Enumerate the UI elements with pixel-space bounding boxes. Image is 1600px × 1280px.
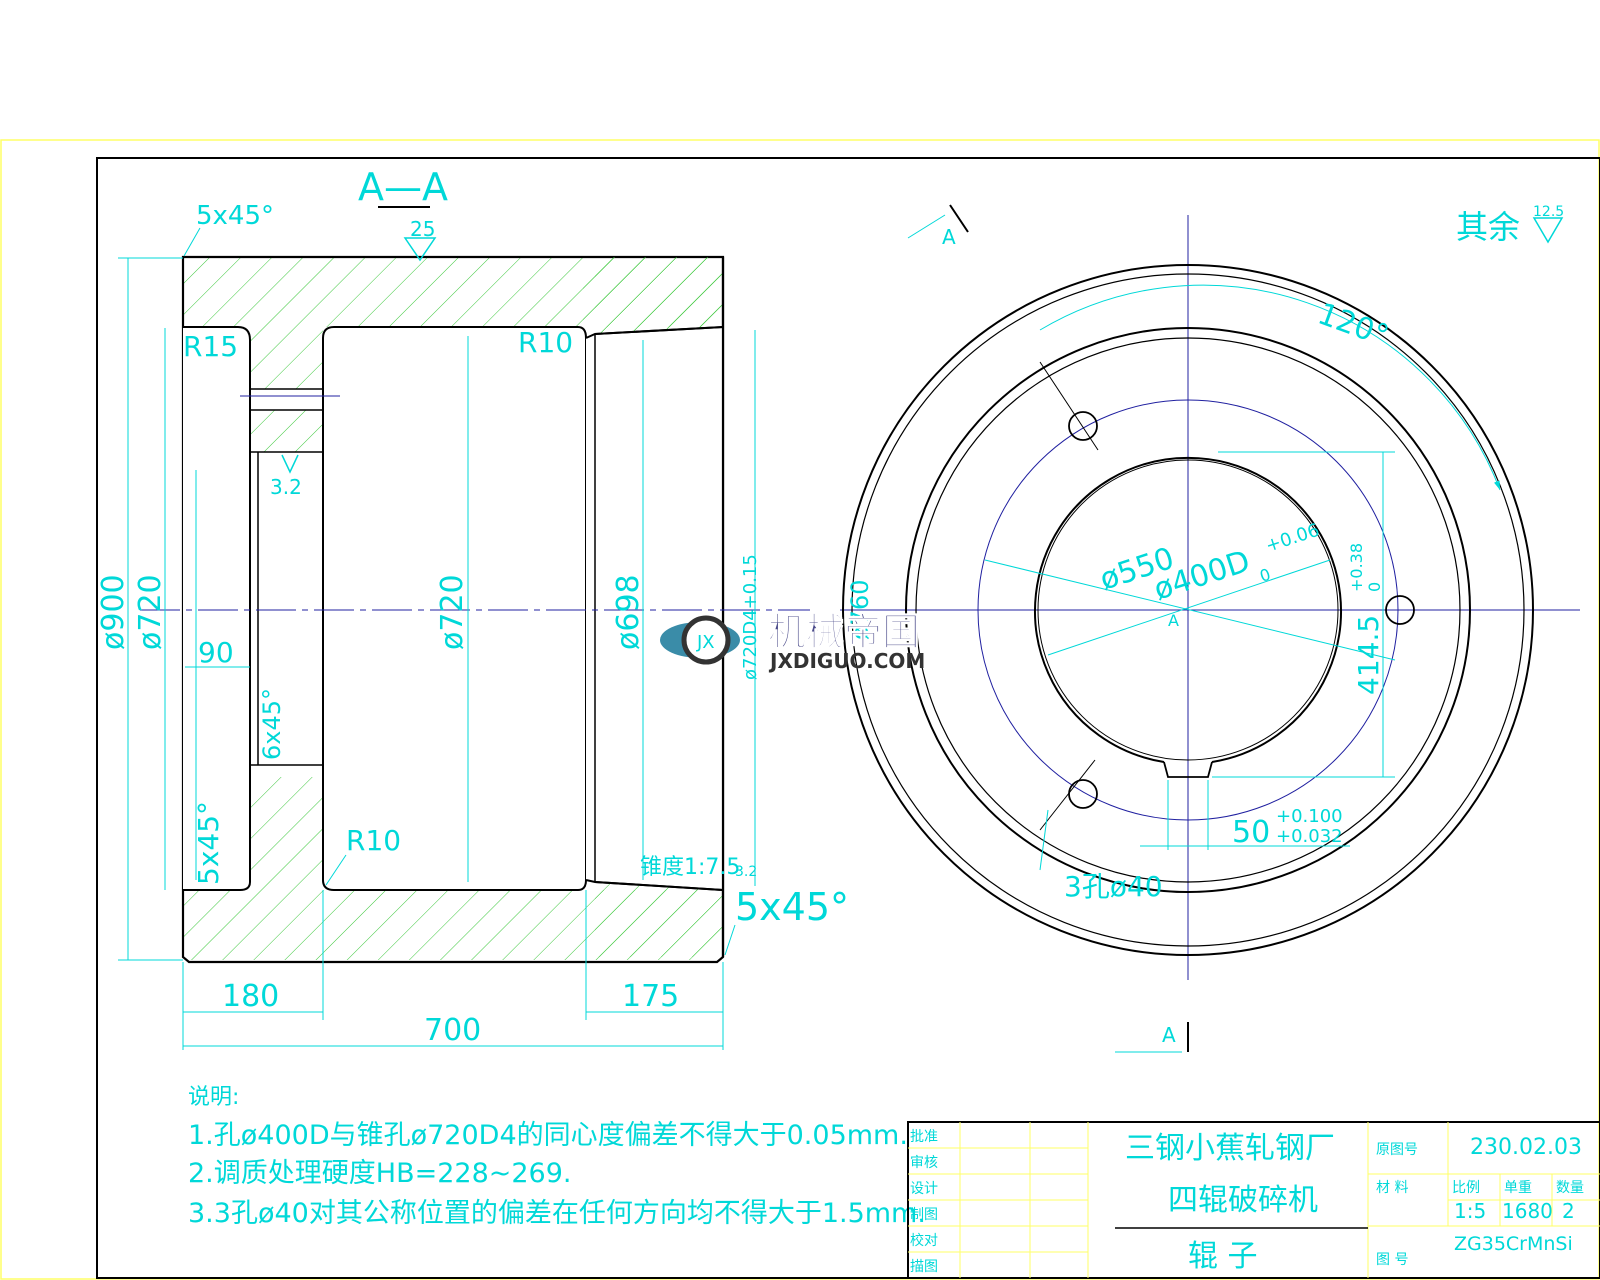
part-name: 辊 子 xyxy=(1188,1239,1258,1274)
angle-120: 120° xyxy=(1313,297,1393,355)
role-design: 设计 xyxy=(910,1181,938,1197)
machine-name: 四辊破碎机 xyxy=(1168,1183,1318,1218)
watermark: JX 机械帝国 JXDIGUO.COM xyxy=(660,610,925,673)
scale-label: 比例 xyxy=(1452,1180,1480,1196)
dim-700: 700 xyxy=(424,1013,481,1048)
roughness-icon xyxy=(1532,217,1564,244)
note-2: 2.调质处理硬度HB=228~269. xyxy=(188,1158,571,1189)
bore-tol-low: 0 xyxy=(1257,565,1273,586)
notes: 说明: 1.孔ø400D与锥孔ø720D4的同心度偏差不得大于0.05mm. 2… xyxy=(188,1085,926,1229)
dim-698: ø698 xyxy=(611,574,646,650)
key-depth-tol: +0.38 xyxy=(1347,543,1366,592)
qty-label: 数量 xyxy=(1556,1180,1584,1196)
chamfer-6: 6x45° xyxy=(258,688,286,760)
pcd-label: ø760 xyxy=(846,580,874,641)
chamfer-5-right: 5x45° xyxy=(735,885,849,929)
center-label: A xyxy=(1168,611,1179,630)
end-view: A A 120° ø550 ø400D +0.06 0 A ø760 xyxy=(840,204,1580,1053)
role-approve: 批准 xyxy=(910,1129,938,1145)
orig-drawing-label: 原图号 xyxy=(1376,1142,1418,1158)
material-label: 材 料 xyxy=(1376,1180,1408,1196)
watermark-url: JXDIGUO.COM xyxy=(768,649,925,673)
role-draft: 制图 xyxy=(910,1207,938,1223)
scale-value: 1:5 xyxy=(1454,1199,1486,1223)
dim-taper: ø720D4+0.15 xyxy=(740,554,761,680)
company-name: 三钢小蕉轧钢厂 xyxy=(1125,1131,1335,1166)
svg-text:JX: JX xyxy=(696,632,715,653)
rest-roughness-label: 其余 xyxy=(1456,208,1520,246)
orig-drawing-no: 230.02.03 xyxy=(1470,1135,1582,1160)
section-view: A—A xyxy=(96,165,849,1050)
holes-label: 3孔ø40 xyxy=(1064,870,1163,903)
section-marker-top: A xyxy=(942,225,956,249)
qty-value: 2 xyxy=(1562,1199,1575,1223)
dim-180: 180 xyxy=(222,979,279,1014)
weight-value: 1680 xyxy=(1502,1199,1553,1223)
roughness-bore: 3.2 xyxy=(270,475,302,499)
r15-label: R15 xyxy=(183,330,238,363)
gear-icon xyxy=(681,615,731,665)
r10-top-label: R10 xyxy=(518,326,573,359)
role-check: 校对 xyxy=(910,1232,938,1249)
key-depth-tol-low: 0 xyxy=(1365,582,1384,592)
dim-center: ø720 xyxy=(435,574,470,650)
material-value: ZG35CrMnSi xyxy=(1454,1233,1573,1255)
role-trace: 描图 xyxy=(910,1259,938,1275)
notes-heading: 说明: xyxy=(188,1085,239,1110)
taper-note: 锥度1:7.5 xyxy=(640,855,740,880)
note-1: 1.孔ø400D与锥孔ø720D4的同心度偏差不得大于0.05mm. xyxy=(188,1120,908,1151)
watermark-name: 机械帝国 xyxy=(768,610,920,654)
drawing-no-label: 图 号 xyxy=(1376,1252,1408,1268)
dim-175: 175 xyxy=(622,979,679,1014)
dim-bore-left: ø720 xyxy=(133,574,168,650)
key-depth: 414.5 xyxy=(1352,615,1385,695)
drawing-frame xyxy=(96,157,1600,1279)
roughness-taper: 3.2 xyxy=(735,864,757,880)
key-width-tol-lo: +0.032 xyxy=(1276,826,1343,847)
dim-od: ø900 xyxy=(96,574,131,650)
role-review: 审核 xyxy=(910,1155,938,1171)
dim-90: 90 xyxy=(198,636,234,669)
key-width: 50 xyxy=(1232,815,1270,850)
section-marker-bottom: A xyxy=(1162,1023,1176,1047)
roughness-top: 25 xyxy=(410,217,435,241)
chamfer-5-left: 5x45° xyxy=(192,801,225,885)
note-3: 3.3孔ø40对其公称位置的偏差在任何方向均不得大于1.5mm. xyxy=(188,1198,926,1229)
title-block: 批准 审核 设计 制图 校对 描图 三钢小蕉轧钢厂 四辊破碎机 辊 子 原图号 … xyxy=(907,1121,1600,1279)
weight-label: 单重 xyxy=(1504,1180,1532,1196)
r10-bottom-label: R10 xyxy=(346,824,401,857)
key-width-tol-hi: +0.100 xyxy=(1276,806,1343,827)
rest-roughness-value: 12.5 xyxy=(1533,204,1564,220)
section-label: A—A xyxy=(358,165,448,209)
bore-tol: +0.06 xyxy=(1263,520,1322,557)
chamfer-top: 5x45° xyxy=(196,201,274,231)
